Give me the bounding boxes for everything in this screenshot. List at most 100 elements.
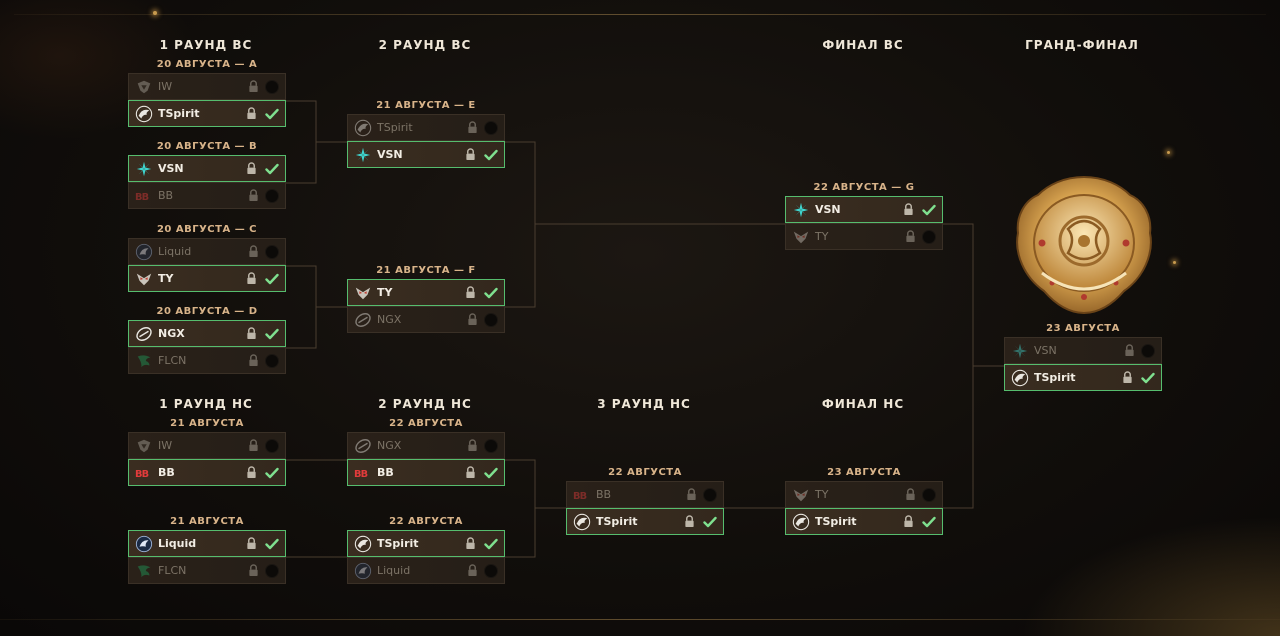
match-l5[interactable]: BB TSpirit [566, 481, 724, 535]
team-row[interactable]: FLCN [128, 557, 286, 584]
aegis-trophy-icon [1012, 173, 1156, 317]
team-logo-icon [135, 562, 153, 580]
match-f[interactable]: TY NGX [347, 279, 505, 333]
team-row[interactable]: TY [785, 223, 943, 250]
lock-icon [243, 271, 259, 287]
team-row[interactable]: TSpirit [347, 530, 505, 557]
team-row[interactable]: NGX [347, 306, 505, 333]
lock-icon [1119, 370, 1135, 386]
team-row[interactable]: BB [347, 459, 505, 486]
team-row[interactable]: IW [128, 432, 286, 459]
team-row[interactable]: Liquid [128, 238, 286, 265]
match-d[interactable]: NGX FLCN [128, 320, 286, 374]
team-row[interactable]: TSpirit [1004, 364, 1162, 391]
pick-indicator[interactable] [265, 188, 279, 203]
team-row[interactable]: BB [566, 481, 724, 508]
team-row[interactable]: NGX [347, 432, 505, 459]
team-row[interactable]: VSN [128, 155, 286, 182]
team-row[interactable]: TSpirit [785, 508, 943, 535]
match-date: 21 АВГУСТА [170, 516, 244, 527]
pick-indicator[interactable] [265, 563, 279, 578]
team-row[interactable]: IW [128, 73, 286, 100]
team-logo-icon [354, 284, 372, 302]
team-logo-icon [792, 486, 810, 504]
pick-indicator[interactable] [484, 312, 498, 327]
team-name: VSN [1034, 344, 1057, 357]
team-name: BB [596, 488, 612, 501]
team-row[interactable]: TSpirit [347, 114, 505, 141]
team-name: BB [377, 466, 394, 479]
check-icon [263, 325, 281, 343]
team-row[interactable]: VSN [785, 196, 943, 223]
pick-indicator[interactable] [265, 438, 279, 453]
lock-icon [681, 514, 697, 530]
team-logo-icon [135, 437, 153, 455]
lock-icon [900, 514, 916, 530]
team-row[interactable]: TY [785, 481, 943, 508]
check-icon [701, 513, 719, 531]
pick-indicator[interactable] [1141, 343, 1155, 358]
team-row[interactable]: VSN [1004, 337, 1162, 364]
pick-indicator[interactable] [922, 487, 936, 502]
team-row[interactable]: TY [347, 279, 505, 306]
team-row[interactable]: VSN [347, 141, 505, 168]
check-icon [263, 105, 281, 123]
match-date: 22 АВГУСТА [608, 467, 682, 478]
lock-icon [464, 438, 480, 454]
lock-icon [245, 353, 261, 369]
pick-indicator[interactable] [922, 229, 936, 244]
pick-indicator[interactable] [484, 438, 498, 453]
team-logo-icon [1011, 342, 1029, 360]
team-row[interactable]: TSpirit [566, 508, 724, 535]
team-logo-icon [1011, 369, 1029, 387]
team-name: TSpirit [377, 121, 413, 134]
team-logo-icon [135, 187, 153, 205]
lock-icon [464, 563, 480, 579]
team-name: NGX [377, 313, 402, 326]
team-row[interactable]: Liquid [128, 530, 286, 557]
team-logo-icon [354, 535, 372, 553]
team-row[interactable]: Liquid [347, 557, 505, 584]
pick-indicator[interactable] [703, 487, 717, 502]
team-row[interactable]: BB [128, 459, 286, 486]
team-row[interactable]: BB [128, 182, 286, 209]
match-date: 23 АВГУСТА [827, 467, 901, 478]
match-l3[interactable]: NGX BB [347, 432, 505, 486]
team-logo-icon [792, 228, 810, 246]
team-row[interactable]: FLCN [128, 347, 286, 374]
lock-icon [902, 229, 918, 245]
team-name: TSpirit [596, 515, 638, 528]
pick-indicator[interactable] [265, 244, 279, 259]
check-icon [482, 284, 500, 302]
team-logo-icon [792, 513, 810, 531]
team-logo-icon [354, 562, 372, 580]
pick-indicator[interactable] [265, 79, 279, 94]
pick-indicator[interactable] [265, 353, 279, 368]
team-logo-icon [135, 352, 153, 370]
team-row[interactable]: TY [128, 265, 286, 292]
team-row[interactable]: TSpirit [128, 100, 286, 127]
pick-indicator[interactable] [484, 563, 498, 578]
pick-indicator[interactable] [484, 120, 498, 135]
match-gf[interactable]: VSN TSpirit [1004, 337, 1162, 391]
team-row[interactable]: NGX [128, 320, 286, 347]
lock-icon [243, 106, 259, 122]
lock-icon [245, 563, 261, 579]
team-name: TY [377, 286, 393, 299]
team-logo-icon [573, 513, 591, 531]
match-date: 22 АВГУСТА [389, 418, 463, 429]
team-logo-icon [135, 325, 153, 343]
lock-icon [243, 161, 259, 177]
team-name: NGX [158, 327, 185, 340]
lock-icon [243, 465, 259, 481]
team-logo-icon [135, 160, 153, 178]
